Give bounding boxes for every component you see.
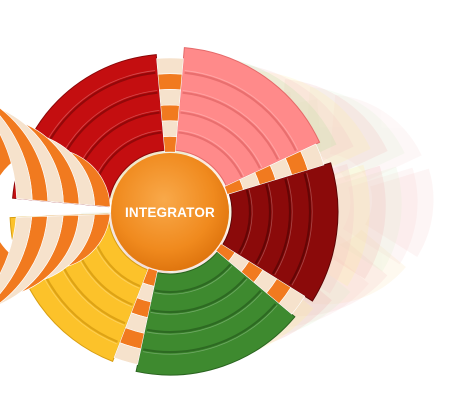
segment-green-wedge <box>135 251 296 376</box>
ghost-segment <box>342 167 418 265</box>
segment-dark-red-ring-highlight <box>274 178 293 276</box>
connector-band <box>163 136 177 153</box>
connector-band <box>161 120 179 137</box>
connector-band <box>278 287 306 315</box>
connector-strip <box>223 143 325 195</box>
segment-dark-red-ring-line <box>271 178 292 275</box>
connector-band <box>113 342 142 365</box>
segment-green-ring-line <box>146 290 262 334</box>
connector-band <box>160 104 180 122</box>
segment-green-ring-highlight <box>142 305 278 355</box>
segment-pink-ring-line <box>184 71 297 152</box>
segment-dark-red-ring-line <box>254 184 272 265</box>
segment-dark-red-ring-highlight <box>240 189 253 255</box>
segment-green <box>135 251 296 376</box>
segment-green-ring-line <box>150 276 247 314</box>
segment-green-ring-highlight <box>154 265 233 295</box>
segment-dark-red-ring-highlight <box>257 183 273 265</box>
connector-strip <box>113 267 158 365</box>
connector-strip <box>0 108 111 305</box>
connector-band <box>158 89 182 106</box>
segment-dark-red-ring-line <box>237 189 252 254</box>
segment-pink <box>174 47 321 187</box>
segment-pink-ring-highlight <box>180 109 263 168</box>
segment-dark-red-ring-line <box>289 173 312 285</box>
segment-pink-ring-highlight <box>184 70 299 150</box>
connector-band <box>0 115 33 294</box>
ghost-segment <box>365 168 434 257</box>
segment-pink-wedge <box>174 47 321 187</box>
segment-green-ring-highlight <box>146 291 263 335</box>
segment-dark-red <box>221 162 339 302</box>
connector-strip <box>215 243 306 315</box>
connector-strip <box>156 57 184 153</box>
segment-green-ring-highlight <box>150 278 248 315</box>
hub-circle <box>111 153 229 271</box>
segment-pink-ring-line <box>178 131 243 178</box>
segment-pink-ring-highlight <box>178 129 245 177</box>
segment-green-ring-line <box>143 303 277 354</box>
connector-band <box>156 57 184 75</box>
ghost-segment <box>320 166 402 272</box>
segment-pink-ring-line <box>182 91 279 160</box>
ghost-segment <box>330 94 422 181</box>
segment-dark-red-ring-highlight <box>291 172 313 286</box>
connector-band <box>157 73 183 91</box>
hub-label: INTEGRATOR <box>125 205 215 220</box>
hub: INTEGRATOR <box>111 153 229 271</box>
segment-green-ring-line <box>154 263 232 294</box>
ghost-segment <box>304 86 405 181</box>
segment-pink-ring-line <box>180 111 261 169</box>
connector-strips <box>0 57 325 365</box>
segment-pink-ring-highlight <box>182 90 281 159</box>
connector-band <box>300 143 325 171</box>
